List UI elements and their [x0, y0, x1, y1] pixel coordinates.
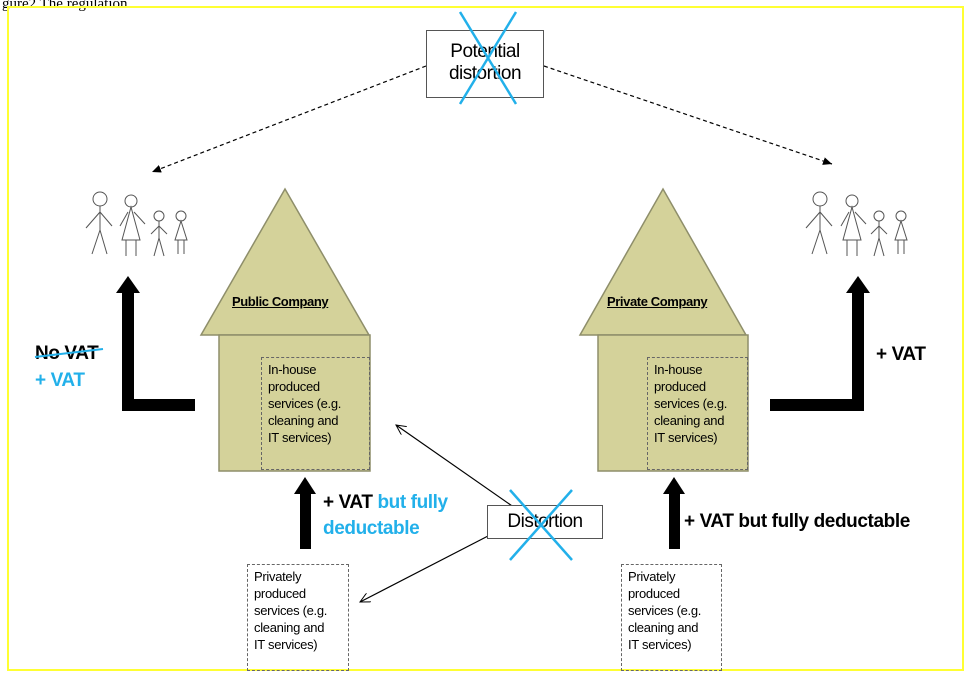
potential-arrow-left [151, 65, 427, 173]
distortion-box: Distortion [487, 505, 603, 539]
public-input-arrow [294, 477, 316, 549]
family-right-icon [805, 191, 908, 257]
private-output-arrow [770, 276, 870, 411]
public-input-vat-prefix: + VAT [323, 492, 373, 513]
distortion-arrow-down [360, 535, 489, 603]
potential-distortion-line2: distortion [448, 63, 522, 84]
public-inhouse-box: In-house produced services (e.g. cleanin… [261, 357, 370, 470]
potential-arrow-right [543, 65, 833, 165]
public-inhouse-line: In-house [268, 362, 317, 377]
public-supplier-line: IT services) [254, 637, 318, 652]
public-vat-new-label: + VAT [35, 370, 85, 391]
private-vat-label: + VAT [876, 344, 926, 365]
public-inhouse-line: produced [268, 379, 320, 394]
private-supplier-box: Privately produced services (e.g. cleani… [621, 564, 722, 671]
public-input-vat-label: + VAT but fully deductable [323, 490, 448, 542]
distortion-label: Distortion [507, 511, 583, 532]
public-supplier-line: services (e.g. [254, 603, 328, 618]
private-inhouse-line: services (e.g. [654, 396, 728, 411]
private-inhouse-line: IT services) [654, 430, 718, 445]
private-company-title: Private Company [607, 294, 708, 309]
potential-distortion-line1: Potential [450, 41, 520, 62]
private-supplier-line: IT services) [628, 637, 692, 652]
private-supplier-line: services (e.g. [628, 603, 702, 618]
private-inhouse-line: cleaning and [654, 413, 725, 428]
diagram-frame [7, 6, 964, 671]
private-input-vat-label: + VAT but fully deductable [684, 511, 910, 532]
public-company-title: Public Company [232, 294, 329, 309]
public-supplier-line: cleaning and [254, 620, 325, 635]
public-vat-old-label: No VAT [35, 343, 99, 364]
public-inhouse-line: services (e.g. [268, 396, 342, 411]
distortion-arrow-up [396, 425, 516, 509]
public-inhouse-line: cleaning and [268, 413, 339, 428]
private-input-arrow [663, 477, 685, 549]
public-input-vat-suffix: but fully [372, 492, 448, 513]
family-left-icon [85, 191, 188, 257]
public-supplier-line: Privately [254, 569, 302, 584]
public-input-vat-line2: deductable [323, 518, 420, 539]
private-supplier-line: cleaning and [628, 620, 699, 635]
private-inhouse-line: In-house [654, 362, 703, 377]
public-inhouse-line: IT services) [268, 430, 332, 445]
public-supplier-line: produced [254, 586, 306, 601]
private-inhouse-line: produced [654, 379, 706, 394]
public-output-arrow [116, 276, 195, 411]
private-inhouse-box: In-house produced services (e.g. cleanin… [647, 357, 748, 470]
public-supplier-box: Privately produced services (e.g. cleani… [247, 564, 349, 671]
private-supplier-line: Privately [628, 569, 676, 584]
potential-distortion-box: Potential distortion [426, 30, 544, 98]
private-supplier-line: produced [628, 586, 680, 601]
